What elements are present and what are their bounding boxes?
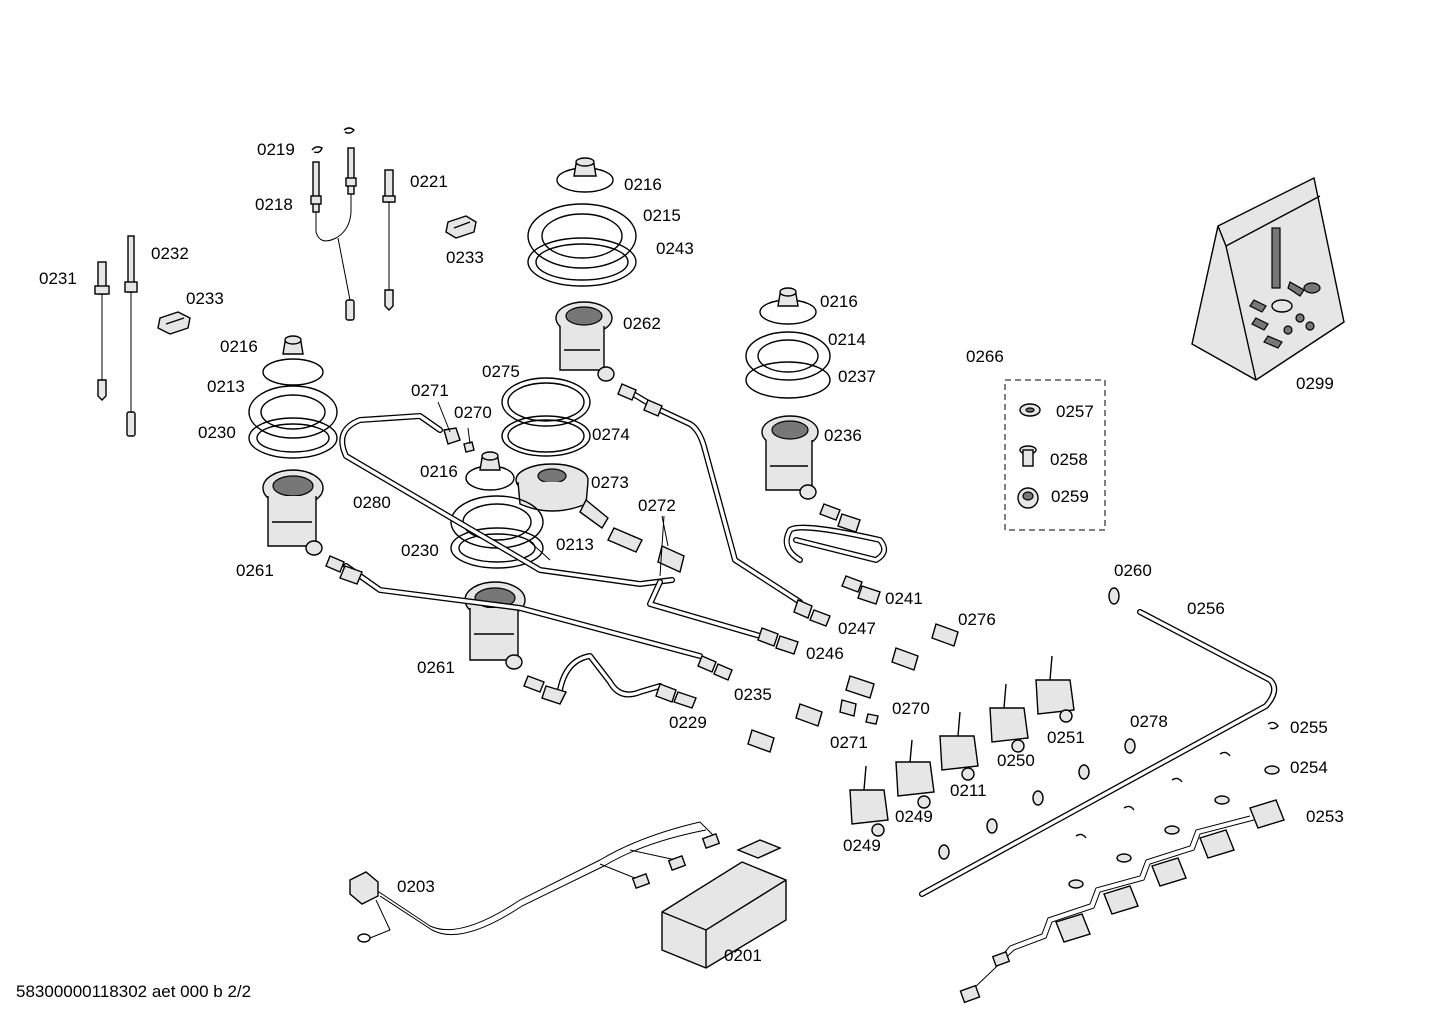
label-0233-lower: 0233	[186, 289, 224, 308]
label-0261-left: 0261	[236, 561, 274, 580]
clip-0233-lower	[157, 311, 191, 335]
accessory-bag	[1191, 176, 1345, 381]
label-0203: 0203	[397, 877, 435, 896]
document-footer: 58300000118302 aet 000 b 2/2	[16, 982, 252, 1001]
label-0250: 0250	[997, 751, 1035, 770]
thermocouple-0219	[310, 127, 357, 321]
leader-lines	[437, 401, 669, 577]
label-0299: 0299	[1296, 374, 1334, 393]
label-0246: 0246	[806, 644, 844, 663]
label-0232: 0232	[151, 244, 189, 263]
label-0235: 0235	[734, 685, 772, 704]
label-0270-upper: 0270	[454, 403, 492, 422]
burner-wok-center	[443, 377, 609, 530]
label-0270-lower: 0270	[892, 699, 930, 718]
label-0236: 0236	[824, 426, 862, 445]
label-0259: 0259	[1051, 487, 1089, 506]
electrode-0221	[382, 169, 396, 311]
label-0271-upper: 0271	[411, 381, 449, 400]
label-0213-left: 0213	[207, 377, 245, 396]
label-0201: 0201	[724, 946, 762, 965]
label-0216-top: 0216	[624, 175, 662, 194]
burner-top-center	[527, 157, 637, 382]
label-0213-center: 0213	[556, 535, 594, 554]
label-0251: 0251	[1047, 728, 1085, 747]
label-0219: 0219	[257, 140, 295, 159]
label-0241: 0241	[885, 589, 923, 608]
label-0271-lower: 0271	[830, 733, 868, 752]
label-0261-center: 0261	[417, 658, 455, 677]
label-0278: 0278	[1130, 712, 1168, 731]
label-0260: 0260	[1114, 561, 1152, 580]
label-0214: 0214	[828, 330, 866, 349]
label-0253: 0253	[1306, 807, 1344, 826]
label-0262: 0262	[623, 314, 661, 333]
label-0230-center: 0230	[401, 541, 439, 560]
label-0216-left: 0216	[220, 337, 258, 356]
burner-lower-center	[450, 495, 544, 670]
gas-valves	[849, 655, 1075, 837]
label-0221: 0221	[410, 172, 448, 191]
label-0215: 0215	[643, 206, 681, 225]
label-0276: 0276	[958, 610, 996, 629]
label-0257: 0257	[1056, 402, 1094, 421]
small-parts-kit	[1004, 379, 1106, 531]
gas-tubes	[339, 389, 1278, 897]
label-0274: 0274	[592, 425, 630, 444]
igniter-switches	[959, 799, 1285, 1004]
label-0273: 0273	[591, 473, 629, 492]
clip-0233-upper	[445, 215, 477, 239]
label-0231: 0231	[39, 269, 77, 288]
label-0229: 0229	[669, 713, 707, 732]
label-0218: 0218	[255, 195, 293, 214]
fittings	[325, 383, 959, 753]
label-0258: 0258	[1050, 450, 1088, 469]
label-0249-lower: 0249	[843, 836, 881, 855]
label-0237: 0237	[838, 367, 876, 386]
label-0216-right: 0216	[820, 292, 858, 311]
label-0280: 0280	[353, 493, 391, 512]
thermocouple-0231-0232	[94, 235, 138, 437]
label-0249-upper: 0249	[895, 807, 933, 826]
label-0272: 0272	[638, 496, 676, 515]
label-0275: 0275	[482, 362, 520, 381]
label-0233-upper: 0233	[446, 248, 484, 267]
label-0243: 0243	[656, 239, 694, 258]
label-0216-center: 0216	[420, 462, 458, 481]
label-0266: 0266	[966, 347, 1004, 366]
burner-left	[248, 335, 338, 556]
label-0211: 0211	[950, 781, 987, 800]
burner-right	[745, 287, 831, 500]
spark-module	[349, 821, 787, 969]
label-0255: 0255	[1290, 718, 1328, 737]
label-0230-left: 0230	[198, 423, 236, 442]
manifold-rings	[938, 587, 1280, 889]
label-0247: 0247	[838, 619, 876, 638]
label-0254: 0254	[1290, 758, 1328, 777]
label-0256: 0256	[1187, 599, 1225, 618]
